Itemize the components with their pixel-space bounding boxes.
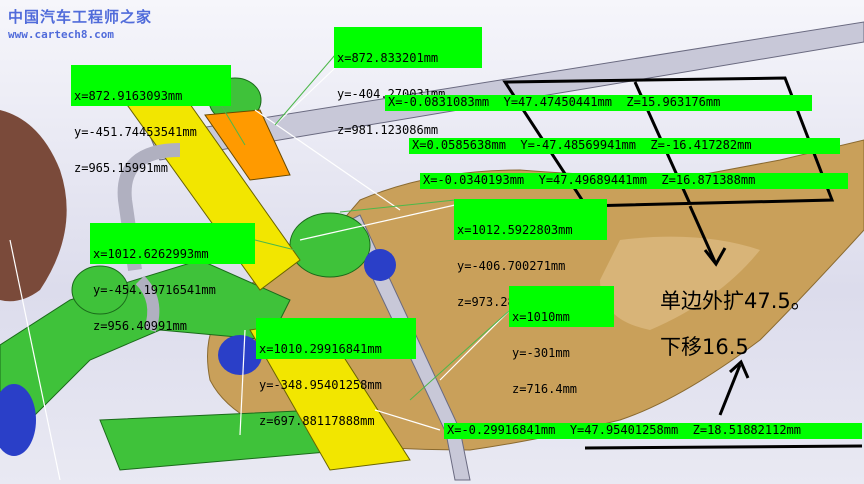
offset-label[interactable]: X=0.0585638mm Y=-47.48569941mm Z=-16.417… [409,138,840,154]
left-bushing [71,265,129,315]
point-z: z=716.4mm [512,382,578,396]
point-label[interactable]: x=1010mm y=-301mm z=716.4mm [509,286,614,395]
watermark-url: www.cartech8.com [8,28,114,41]
point-y: y=-406.700271mm [457,259,566,273]
watermark-title: 中国汽车工程师之家 [8,8,153,26]
point-y: y=-301mm [512,346,570,360]
knuckle-highlight [600,236,760,330]
offset-label[interactable]: X=-0.0831083mm Y=47.47450441mm Z=15.9631… [385,95,812,111]
point-label[interactable]: x=872.833201mm y=-404.270031mm z=981.123… [334,27,482,136]
offset-label[interactable]: X=-0.29916841mm Y=47.95401258mm Z=18.518… [444,423,862,439]
point-label[interactable]: x=872.9163093mm y=-451.74453541mm z=965.… [71,65,231,174]
note-expand: 单边外扩47.5。 [660,289,812,313]
wheel-hub [0,384,36,456]
point-x: x=1010mm [512,310,570,324]
blue-bushing [364,249,396,281]
orange-link [204,109,291,181]
point-y: y=-451.74453541mm [74,125,197,139]
pipe-left [117,143,181,271]
point-y: y=-454.19716541mm [93,283,216,297]
leader-lines [9,67,516,481]
point-z: z=981.123086mm [337,123,439,137]
point-x: x=1012.5922803mm [457,223,573,237]
point-x: x=872.9163093mm [74,89,183,103]
point-z: z=956.40991mm [93,319,187,333]
point-x: x=872.833201mm [337,51,439,65]
point-x: x=1010.29916841mm [259,342,382,356]
body-panel-left [0,110,67,302]
ball-joint [218,335,262,375]
point-label[interactable]: x=1012.5922803mm y=-406.700271mm z=973.2… [454,199,607,308]
point-label[interactable]: x=1010.29916841mm y=-348.95401258mm z=69… [256,318,416,427]
point-label[interactable]: x=1012.6262993mm y=-454.19716541mm z=956… [90,223,255,332]
offset-label[interactable]: X=-0.0340193mm Y=47.49689441mm Z=16.8713… [420,173,848,189]
point-y: y=-348.95401258mm [259,378,382,392]
point-z: z=965.15991mm [74,161,168,175]
middle-bushing [289,212,371,278]
watermark: 中国汽车工程师之家 www.cartech8.com [8,6,152,41]
point-x: x=1012.6262993mm [93,247,209,261]
point-z: z=697.88117888mm [259,414,375,428]
note-lower: 下移16.5 [660,335,749,359]
pipe-lower [135,275,160,332]
